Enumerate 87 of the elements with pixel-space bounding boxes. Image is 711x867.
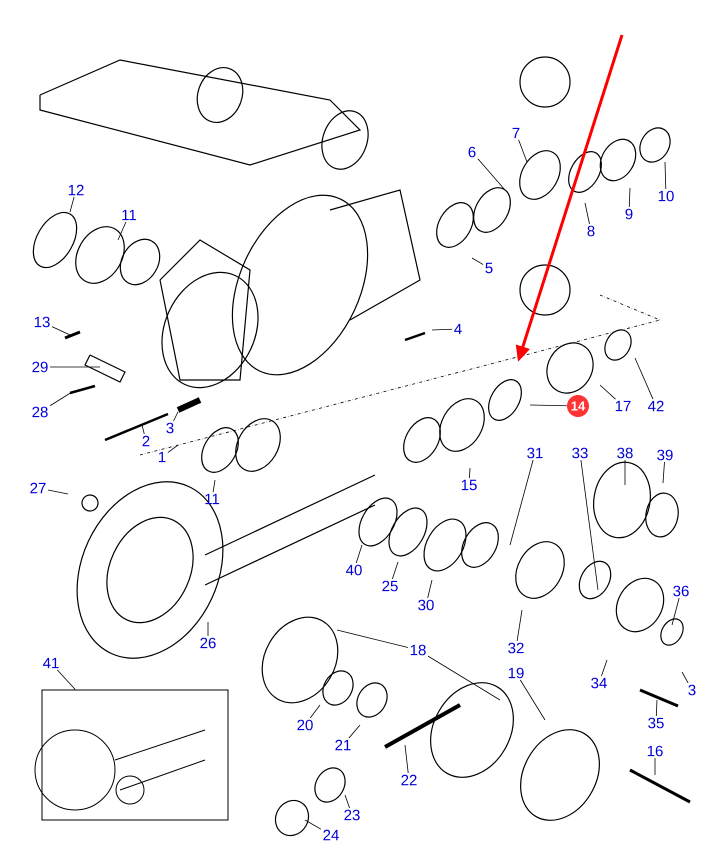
callout-number: 11: [122, 210, 136, 220]
leader-line: [70, 196, 74, 212]
leader-line: [173, 412, 178, 422]
callout-number: 21: [335, 740, 351, 750]
leader-line: [344, 794, 350, 808]
inset-drawing: [34, 690, 228, 820]
callout-number: 17: [616, 400, 631, 412]
callout-number: 40: [346, 564, 362, 576]
leader-line: [516, 610, 522, 642]
leader-line: [580, 460, 598, 590]
leader-line: [520, 680, 546, 720]
leader-line: [50, 392, 72, 406]
callout-number: 3: [166, 422, 174, 434]
callout-number: 23: [344, 810, 360, 820]
leader-line: [664, 162, 666, 190]
callout-number: 26: [200, 638, 216, 648]
callout-number: 9: [626, 208, 632, 220]
callout-number: 2: [142, 436, 150, 446]
leader-line: [510, 460, 534, 546]
leader-line: [212, 480, 216, 493]
leader-line: [518, 139, 528, 162]
leader-line: [404, 744, 409, 774]
leader-line: [662, 462, 665, 484]
leader-line: [56, 669, 76, 690]
leader-line: [530, 404, 568, 406]
leader-line: [118, 221, 126, 240]
callout-number: 25: [382, 580, 398, 592]
callout-number: 3: [688, 684, 696, 696]
callout-number: 12: [68, 184, 84, 196]
callout-number: 6: [468, 146, 476, 158]
leader-line: [624, 460, 626, 486]
callout-number: 10: [658, 190, 674, 202]
leader-line: [472, 258, 484, 265]
callout-number: 29: [32, 362, 48, 372]
leader-line: [654, 758, 656, 776]
callout-number: 32: [508, 642, 524, 654]
leader-line: [427, 580, 432, 598]
leader-line: [48, 490, 68, 494]
callout-badge: 14: [567, 395, 589, 417]
callout-number: 11: [205, 494, 220, 504]
leader-line: [477, 158, 506, 190]
callout-number: 42: [648, 400, 664, 412]
callout-number: 16: [648, 746, 663, 756]
callout-number: 22: [401, 774, 417, 786]
leader-line: [167, 444, 178, 453]
callout-number: 27: [30, 482, 46, 494]
callout-number: 15: [462, 480, 477, 490]
leader-line: [628, 188, 630, 208]
leader-line: [601, 660, 608, 676]
callout-number: 13: [34, 316, 50, 328]
callout-number: 41: [43, 658, 59, 668]
leader-line: [52, 326, 70, 336]
callout-number: 31: [527, 448, 543, 458]
callout-number: 24: [323, 830, 339, 840]
leader-line: [348, 724, 360, 738]
callout-number: 4: [454, 324, 462, 334]
leader-line: [656, 700, 658, 716]
leader-line: [304, 820, 322, 830]
leader-line: [469, 468, 470, 478]
leader-line: [682, 672, 688, 684]
callout-number: 20: [297, 720, 313, 730]
leader-line: [50, 366, 100, 368]
leader-line: [634, 358, 654, 400]
callout-number: 19: [508, 668, 524, 678]
callout-number: 39: [657, 450, 673, 460]
leader-line: [584, 202, 590, 224]
callout-number: 33: [572, 448, 588, 458]
callout-number: 7: [512, 128, 520, 138]
leader-line: [600, 384, 616, 400]
leader-line: [432, 328, 453, 330]
callout-number: 5: [485, 262, 493, 274]
leader-line: [428, 656, 500, 700]
leader-line: [392, 562, 398, 580]
leader-line: [672, 598, 680, 626]
callout-number: 30: [418, 600, 434, 610]
leader-line: [336, 630, 408, 648]
leader-line: [356, 544, 362, 564]
leader-line: [142, 424, 145, 434]
leader-line: [310, 704, 320, 718]
callout-number: 18: [410, 644, 426, 656]
callout-number: 38: [617, 448, 633, 458]
callout-number: 36: [673, 586, 689, 596]
callout-number: 28: [32, 406, 48, 418]
callout-number: 8: [587, 226, 594, 236]
callout-number: 35: [648, 718, 664, 728]
callout-number: 34: [591, 678, 607, 688]
callout-number: 1: [158, 452, 166, 462]
